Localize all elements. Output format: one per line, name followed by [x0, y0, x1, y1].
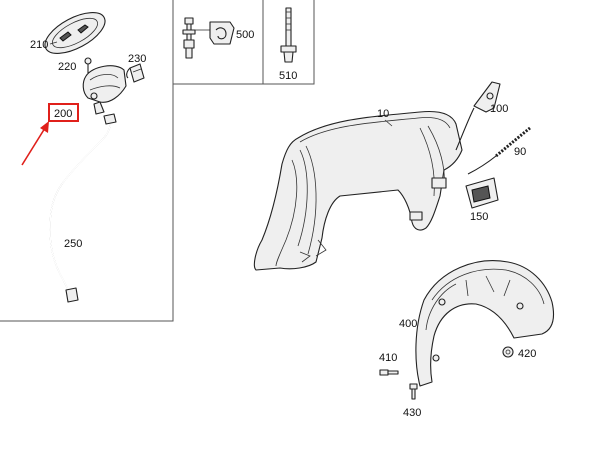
label-210: 210: [30, 39, 48, 51]
top-inset-frame: [173, 0, 315, 85]
part-250-drain-hose[interactable]: [49, 113, 117, 303]
part-400-wheel-liner[interactable]: [415, 260, 555, 387]
label-510: 510: [279, 70, 297, 82]
label-400: 400: [399, 318, 417, 330]
label-100: 100: [490, 103, 508, 115]
label-250: 250: [64, 238, 82, 250]
label-200-highlight-box: [48, 103, 79, 122]
part-150-latch[interactable]: [465, 177, 499, 209]
part-200-filler-housing[interactable]: [82, 65, 127, 115]
label-150: 150: [470, 211, 488, 223]
part-210-flap-cover[interactable]: [39, 4, 111, 61]
label-200: 200: [54, 108, 72, 120]
part-230-clip[interactable]: [126, 63, 145, 83]
part-510-bolt[interactable]: [280, 7, 297, 63]
part-430-bolt[interactable]: [409, 383, 418, 400]
label-500: 500: [236, 29, 254, 41]
part-500-fastener[interactable]: [182, 17, 235, 59]
fuel-flap-assembly: 210 220 230 200: [21, 4, 146, 166]
part-420-nut[interactable]: [502, 346, 514, 358]
label-420: 420: [518, 348, 536, 360]
part-410-screw[interactable]: [379, 369, 399, 376]
highlight-arrow: [21, 121, 49, 166]
left-inset-frame: [0, 0, 174, 322]
part-100-bracket[interactable]: [455, 81, 501, 151]
label-90: 90: [514, 146, 526, 158]
label-230: 230: [128, 53, 146, 65]
part-220-screw[interactable]: [84, 57, 92, 73]
part-10-side-panel[interactable]: [253, 110, 463, 271]
part-90-rod[interactable]: [467, 126, 531, 175]
label-430: 430: [403, 407, 421, 419]
label-10: 10: [377, 108, 389, 120]
label-220: 220: [58, 61, 76, 73]
inset-frames: [0, 0, 315, 322]
label-410: 410: [379, 352, 397, 364]
